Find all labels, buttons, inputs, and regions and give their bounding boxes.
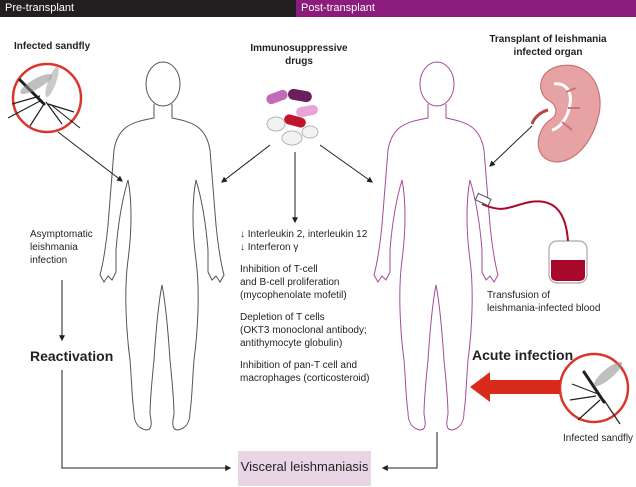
visceral-leishmaniasis-box [238, 451, 371, 486]
reactivation-label: Reactivation [30, 348, 114, 364]
asymptomatic-label: Asymptomatic leishmania infection [30, 229, 93, 266]
visceral-leishmaniasis-label: Visceral leishmaniasis [240, 459, 369, 474]
drug-effect: Inhibition of T-cell and B-cell prolifer… [240, 264, 347, 301]
drug-effect: ↓ Interleukin 2, interleukin 12 ↓ Interf… [240, 229, 368, 253]
immunosuppressive-drugs-label: Immunosuppressive drugs [250, 43, 348, 67]
header-post-transplant: Post-transplant [296, 0, 636, 17]
infected-sandfly-label-top: Infected sandfly [14, 41, 91, 52]
transplant-label: Transplant of leishmania infected organ [489, 34, 607, 58]
header-pre-transplant: Pre-transplant [0, 0, 296, 17]
acute-infection-arrow [470, 372, 560, 402]
mosquito-icon [7, 62, 83, 134]
pre-transplant-body [99, 61, 225, 431]
arrows [57, 125, 533, 471]
post-transplant-body [373, 61, 499, 431]
drug-effect: Depletion of T cells (OKT3 monoclonal an… [240, 312, 367, 349]
pills-icon [266, 88, 319, 146]
acute-infection-label: Acute infection [472, 347, 574, 363]
infected-sandfly-label-bottom: Infected sandfly [563, 433, 634, 444]
kidney-icon [530, 64, 601, 163]
blood-bag-icon [474, 192, 588, 284]
drug-effects-list: ↓ Interleukin 2, interleukin 12 ↓ Interf… [240, 228, 390, 394]
transfusion-label: Transfusion of leishmania-infected blood [487, 290, 601, 314]
drug-effect: Inhibition of pan-T cell and macrophages… [240, 360, 370, 384]
mosquito-icon [558, 352, 630, 425]
